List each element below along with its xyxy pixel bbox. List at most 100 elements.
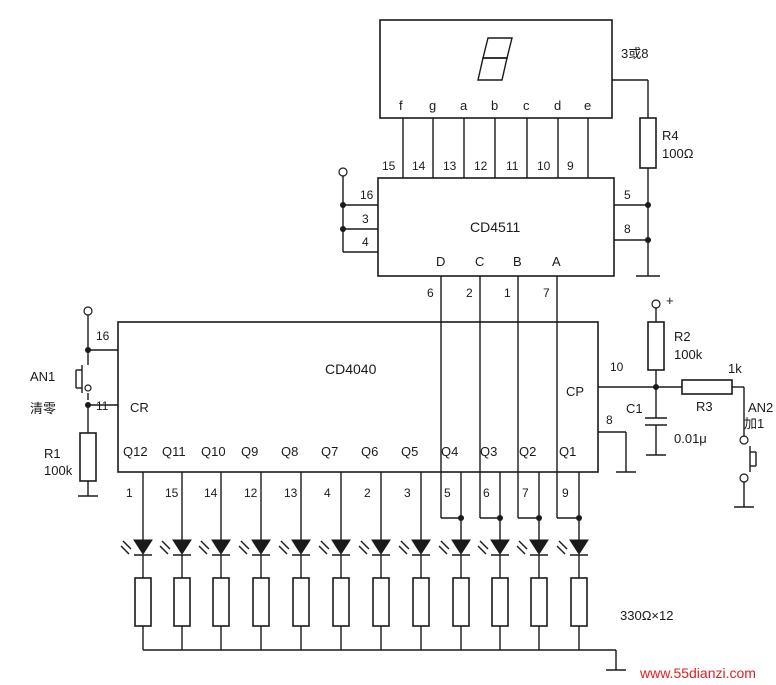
led-emission-arrow [161, 540, 171, 550]
decoder-input-label: A [552, 254, 561, 269]
r2-name: R2 [674, 329, 691, 344]
led-resistor [412, 577, 430, 627]
led-resistor [292, 577, 310, 627]
counter-output-pin: 5 [444, 486, 451, 500]
segment-label: b [491, 98, 498, 113]
an1-label: 清零 [30, 401, 56, 416]
counter-output-label: Q5 [401, 444, 418, 459]
decoder-pin-8: 8 [624, 222, 631, 236]
r1-name: R1 [44, 446, 61, 461]
counter-output-label: Q7 [321, 444, 338, 459]
counter-output-label: Q2 [519, 444, 536, 459]
counter-output-label: Q6 [361, 444, 378, 459]
led-resistor [452, 577, 470, 627]
junction [340, 202, 346, 208]
counter-output-label: Q3 [480, 444, 497, 459]
led-diode [371, 539, 391, 555]
decoder-segment-pin: 11 [506, 159, 519, 173]
led-emission-arrow [440, 540, 450, 550]
led-resistor [491, 577, 509, 627]
counter-pin-16: 16 [96, 329, 110, 343]
clock-label: CP [566, 384, 584, 399]
junction [340, 226, 346, 232]
counter-output-label: Q10 [201, 444, 226, 459]
led-diode [331, 539, 351, 555]
segment-label: c [523, 98, 530, 113]
led-resistor [570, 577, 588, 627]
led-diode [211, 539, 231, 555]
led-resistor [332, 577, 350, 627]
counter-output-pin: 3 [404, 486, 411, 500]
led-emission-arrow [318, 545, 328, 555]
r1-value: 100k [44, 463, 73, 478]
led-resistor [173, 577, 191, 627]
counter-output-pin: 9 [562, 486, 569, 500]
counter-output-pin: 7 [522, 486, 529, 500]
segment-wires [402, 118, 589, 178]
led-diode [251, 539, 271, 555]
counter-output-pin: 12 [244, 486, 258, 500]
an1-vdd-terminal [83, 306, 93, 316]
led-emission-arrow [122, 540, 132, 550]
decoder-input-pin: 1 [504, 286, 511, 300]
c1-name: C1 [626, 401, 643, 416]
resistor-r1 [79, 432, 97, 482]
an2-name: AN2 [748, 400, 773, 415]
led-diode [569, 539, 589, 555]
led-resistor [530, 577, 548, 627]
digit-glyph-lower [477, 57, 508, 81]
led-diode [451, 539, 471, 555]
segment-label: g [429, 98, 436, 113]
r2-vdd-terminal [651, 299, 661, 309]
decoder-segment-pin: 13 [443, 159, 457, 173]
led-resistor [134, 577, 152, 627]
resistor-r4 [639, 117, 657, 169]
resistor-r2 [647, 321, 665, 371]
led-emission-arrow [398, 545, 408, 555]
counter-output-pin: 14 [204, 486, 218, 500]
reset-label: CR [130, 400, 149, 415]
led-emission-arrow [358, 545, 368, 555]
an2-terminal [739, 473, 749, 483]
led-emission-arrow [516, 545, 526, 555]
r4-name: R4 [662, 128, 679, 143]
segment-label: a [460, 98, 468, 113]
counter-output-label: Q9 [241, 444, 258, 459]
decoder-pin-5: 5 [624, 188, 631, 202]
led-emission-arrow [477, 545, 487, 555]
led-resistor-note: 330Ω×12 [620, 608, 673, 623]
resistor-r3 [681, 379, 733, 395]
counter-pin-11: 11 [96, 399, 109, 413]
decoder-pin-16: 16 [360, 188, 374, 202]
an2-terminal [739, 435, 749, 445]
decoder-segment-pin: 14 [412, 159, 426, 173]
led-emission-arrow [200, 540, 210, 550]
led-diode [172, 539, 192, 555]
led-emission-arrow [556, 545, 566, 555]
led-resistor [372, 577, 390, 627]
decoder-input-pin: 7 [543, 286, 550, 300]
c1-value: 0.01μ [674, 431, 707, 446]
led-diode [490, 539, 510, 555]
decoder-input-label: B [513, 254, 522, 269]
an2-label: 加1 [744, 416, 764, 431]
watermark-text: www.55dianzi.com [639, 665, 756, 681]
led-emission-arrow [518, 540, 528, 550]
counter-output-pin: 6 [483, 486, 490, 500]
led-emission-arrow [558, 540, 568, 550]
decoder-pin-3: 3 [362, 212, 369, 226]
counter-pin-8: 8 [606, 413, 613, 427]
segment-label: d [554, 98, 561, 113]
cd4040-label: CD4040 [325, 361, 377, 377]
counter-output-pin: 4 [324, 486, 331, 500]
r2-value: 100k [674, 347, 703, 362]
decoder-vdd-terminal [338, 167, 348, 177]
cd4511-label: CD4511 [470, 219, 521, 235]
counter-output-label: Q1 [559, 444, 576, 459]
led-emission-arrow [120, 545, 130, 555]
